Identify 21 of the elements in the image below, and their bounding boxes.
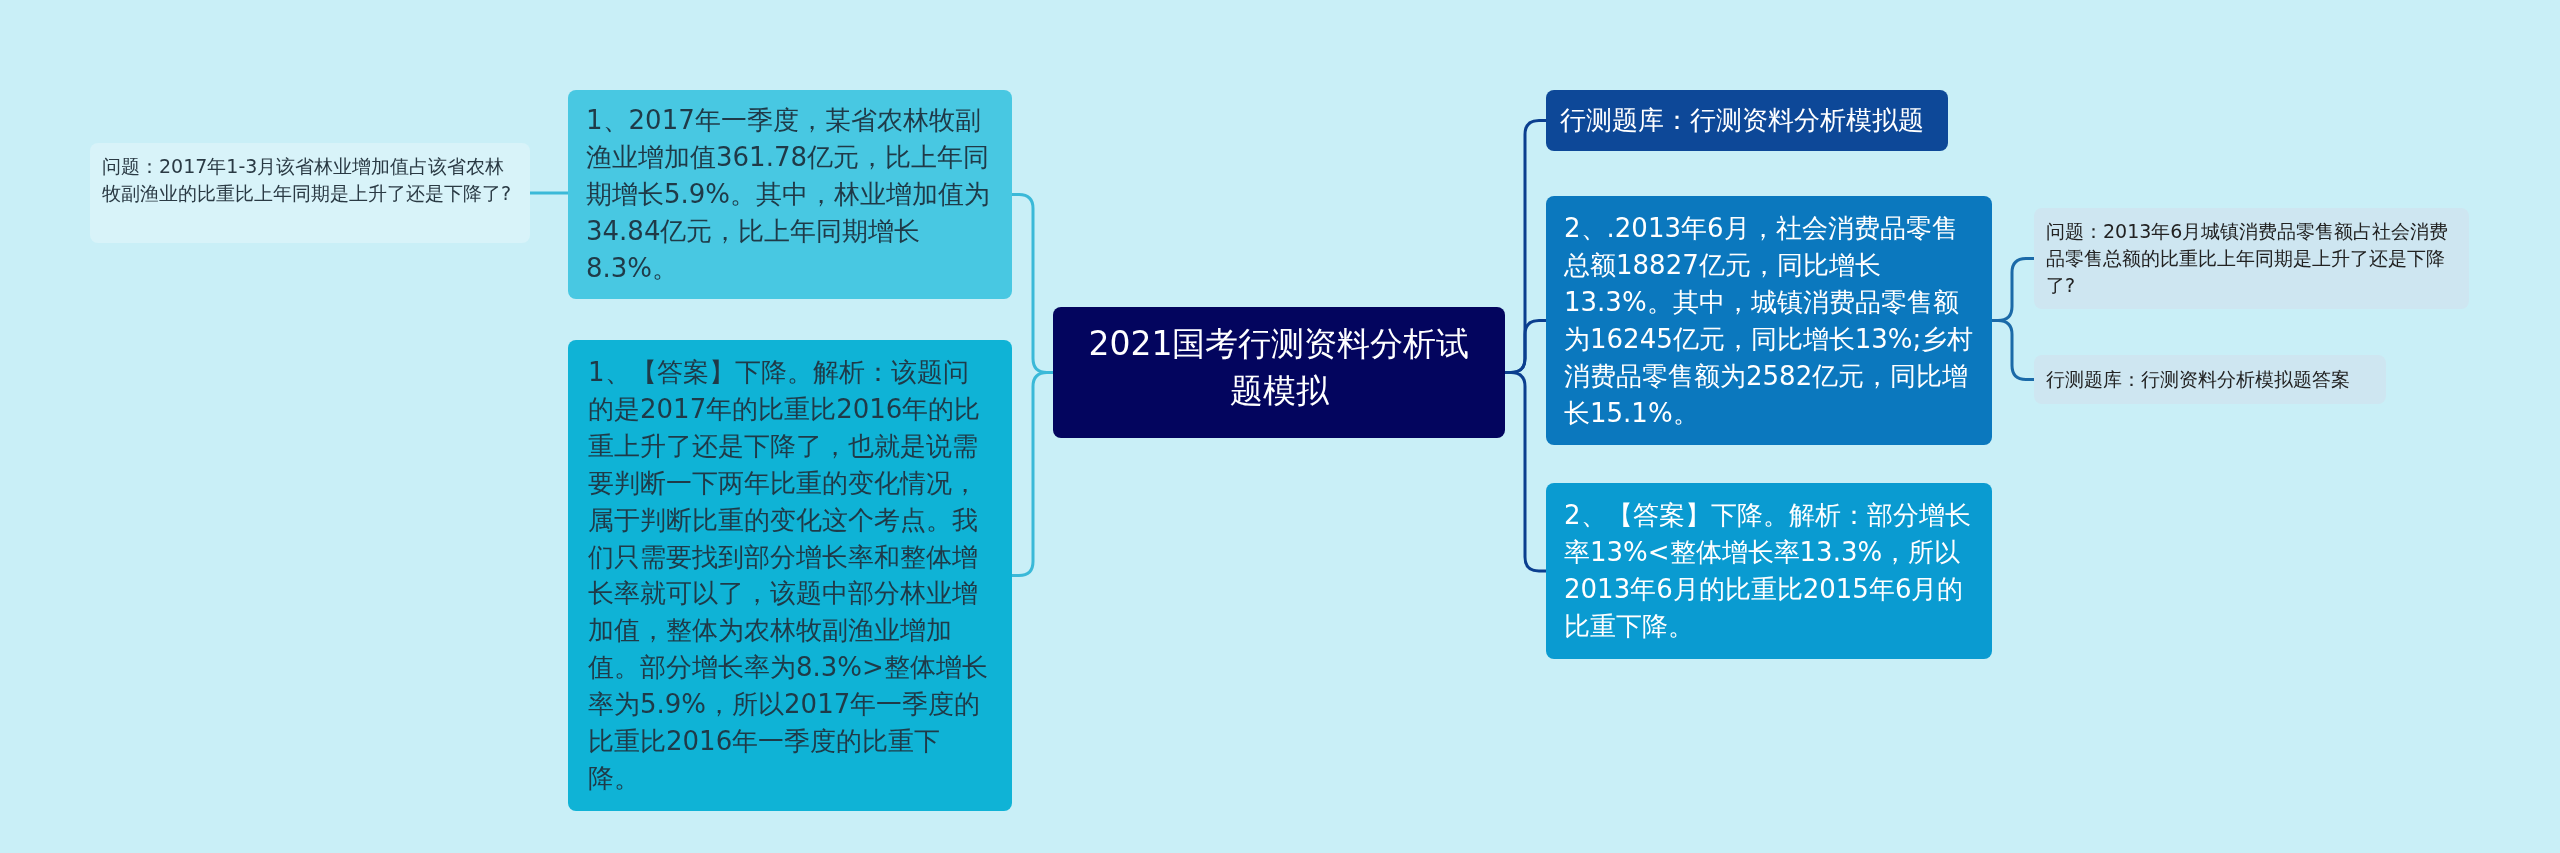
node-text: 问题：2017年1-3月该省林业增加值占该省农林牧副渔业的比重比上年同期是上升了还是下降了?: [102, 154, 513, 206]
connector-line: [1012, 371, 1053, 577]
answer-box: [568, 340, 1012, 811]
topic-box: [1546, 90, 1948, 151]
node-text: 问题：2013年6月城镇消费品零售额占社会消费品零售总额的比重比上年同期是上升了还是下降了?: [2046, 219, 2450, 298]
node-text: 1、【答案】下降。解析：该题问的是2017年的比重比2016年的比重上升了还是下降了，也就是说需要判断一下两年比重的变化情况，属于判断比重的变化这个考点。我们只需要找到部分增长率和整体增长率就可以了，该题中部分林业增加值，整体为农林牧副渔业增加值。部分增长率为8.3%>整体增长率为5.9%，所以2017年一季度的比重比2016年一季度的比重下降。: [588, 356, 989, 795]
central-topic-box: [1053, 307, 1505, 438]
answer-box: [1546, 483, 1992, 659]
topic-box: [1546, 196, 1992, 446]
question-box: [2034, 208, 2469, 309]
question-box: [90, 143, 530, 243]
node-text: 1、2017年一季度，某省农林牧副渔业增加值361.78亿元，比上年同期增长5.9%。其中，林业增加值为34.84亿元，比上年同期增长8.3%。: [586, 104, 992, 285]
node-text: 行测题库：行测资料分析模拟题: [1560, 104, 1925, 137]
node-text: 2、.2013年6月，社会消费品零售总额18827亿元，同比增长13.3%。其中，城镇消费品零售额为16245亿元，同比增长13%;乡村消费品零售额为2582亿元，同比增长15.1%。: [1564, 212, 1974, 430]
label-box: [2034, 355, 2386, 404]
connector-line: [1505, 371, 1546, 573]
topic-box: [568, 90, 1012, 299]
node-text: 2021国考行测资料分析试题模拟: [1087, 323, 1471, 412]
connector-line: [530, 191, 568, 195]
node-text: 2、【答案】下降。解析：部分增长率13%<整体增长率13.3%，所以2013年6月的比重比2015年6月的比重下降。: [1564, 499, 1972, 643]
node-text: 行测题库：行测资料分析模拟题答案: [2046, 367, 2351, 392]
